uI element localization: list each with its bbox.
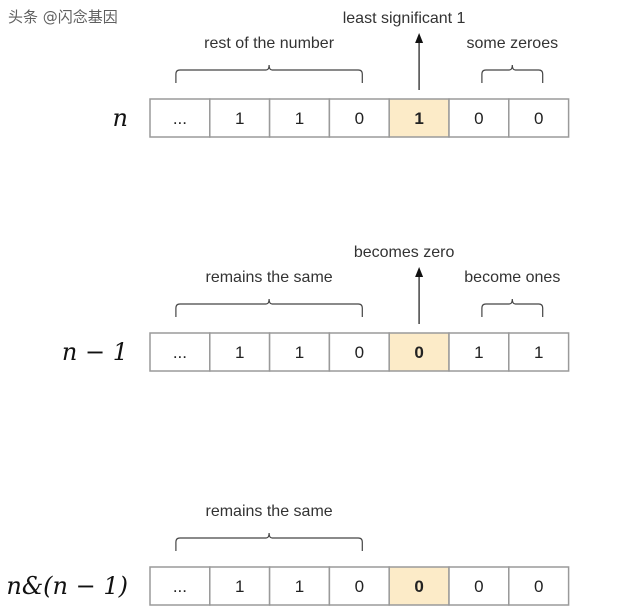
bit-cell <box>448 332 510 372</box>
brace-label: become ones <box>464 269 560 286</box>
bit-value: 0 <box>355 343 364 362</box>
bit-value: 1 <box>235 577 244 596</box>
brace-label: remains the same <box>206 269 333 286</box>
bit-cell <box>448 566 510 606</box>
bit-value: 0 <box>414 343 423 362</box>
bit-value: 1 <box>414 109 423 128</box>
arrow-head-icon <box>415 267 424 277</box>
bit-value: 0 <box>355 577 364 596</box>
brace <box>481 64 544 83</box>
row-2: n − 1... 1 1 0 0 1 1 remains the same become one… <box>62 244 570 372</box>
bit-cell <box>508 98 570 138</box>
bit-value: 1 <box>295 343 304 362</box>
bit-cell <box>209 332 271 372</box>
bit-value: 1 <box>534 343 543 362</box>
row-label: n&(n − 1) <box>6 572 128 600</box>
bit-value: ... <box>173 577 187 596</box>
bit-cell <box>448 98 510 138</box>
brace <box>175 298 363 317</box>
highlighted-bit-cell <box>388 98 450 138</box>
arrow-label: becomes zero <box>354 244 455 261</box>
bit-value: ... <box>173 343 187 362</box>
brace-label: rest of the number <box>204 35 335 52</box>
bit-value: 1 <box>235 109 244 128</box>
row-label: n − 1 <box>62 338 128 366</box>
brace <box>481 298 544 317</box>
bit-cell <box>209 566 271 606</box>
row-1: n... 1 1 0 1 0 0 rest of the number some zeroesl… <box>113 10 570 138</box>
bit-value: 0 <box>534 577 543 596</box>
bit-value: 1 <box>295 109 304 128</box>
brace <box>175 532 363 551</box>
bit-cell <box>268 566 331 606</box>
brace-label: some zeroes <box>467 35 559 52</box>
bit-cell <box>268 98 331 138</box>
bit-cell <box>328 332 390 372</box>
bit-value: 1 <box>295 577 304 596</box>
bit-value: 0 <box>474 577 483 596</box>
bit-value: 0 <box>474 109 483 128</box>
bit-cell <box>149 98 211 138</box>
bit-cell <box>508 566 570 606</box>
brace <box>175 64 363 83</box>
arrow-head-icon <box>415 33 424 43</box>
bit-cell <box>268 332 331 372</box>
arrow-label: least significant 1 <box>343 10 466 27</box>
row-label: n <box>113 104 128 132</box>
bit-value: 1 <box>235 343 244 362</box>
bit-cell <box>508 332 570 372</box>
watermark: 头条 @闪念基因 <box>8 8 118 26</box>
bit-value: 1 <box>474 343 483 362</box>
bit-value: 0 <box>534 109 543 128</box>
bit-cell <box>149 566 211 606</box>
bit-value: 0 <box>414 577 423 596</box>
row-3: n&(n − 1)... 1 1 0 0 0 0 remains the same <box>6 503 570 606</box>
bit-value: 0 <box>355 109 364 128</box>
bit-cell <box>209 98 271 138</box>
brace-label: remains the same <box>206 503 333 520</box>
bit-value: ... <box>173 109 187 128</box>
